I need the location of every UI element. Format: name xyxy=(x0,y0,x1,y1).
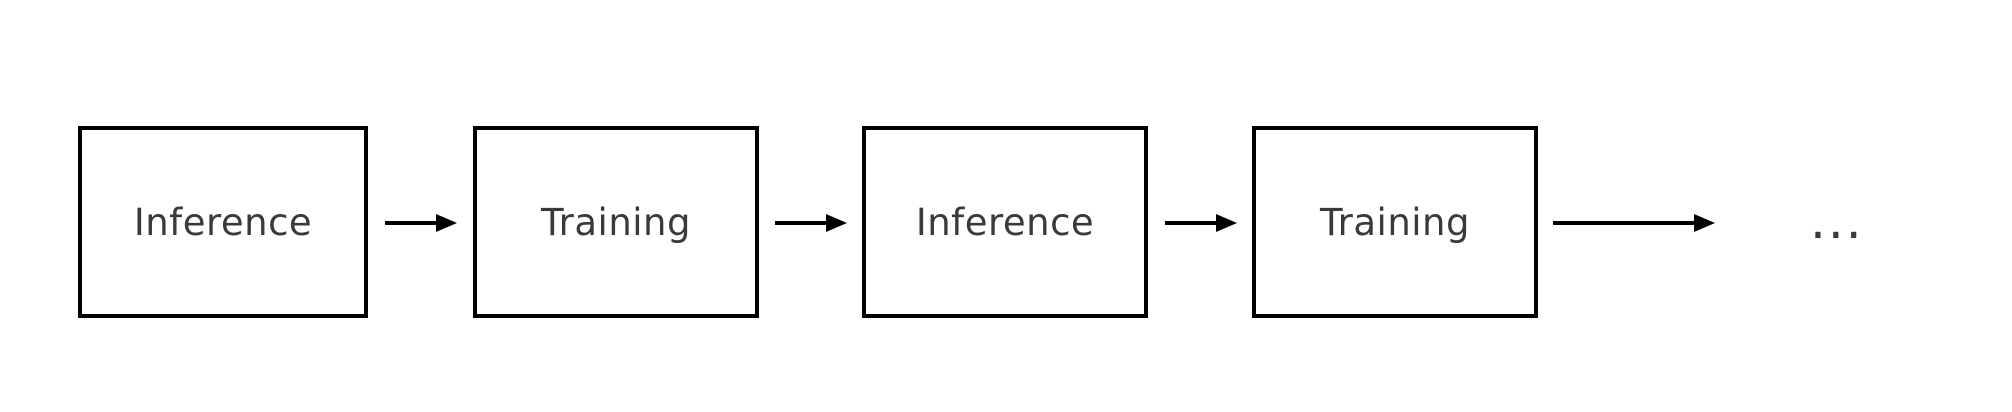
box-label: Training xyxy=(541,200,691,244)
arrow-2 xyxy=(775,214,847,232)
box-inference-2: Inference xyxy=(862,126,1148,318)
box-label: Inference xyxy=(133,200,313,244)
box-inference-1: Inference xyxy=(78,126,368,318)
box-training-1: Training xyxy=(473,126,759,318)
arrow-continuation xyxy=(1553,214,1715,232)
arrow-1 xyxy=(385,214,457,232)
box-label: Inference xyxy=(915,200,1095,244)
box-training-2: Training xyxy=(1252,126,1538,318)
arrow-3 xyxy=(1165,214,1237,232)
ellipsis-text: ... xyxy=(1810,192,1864,250)
box-label: Training xyxy=(1320,200,1470,244)
